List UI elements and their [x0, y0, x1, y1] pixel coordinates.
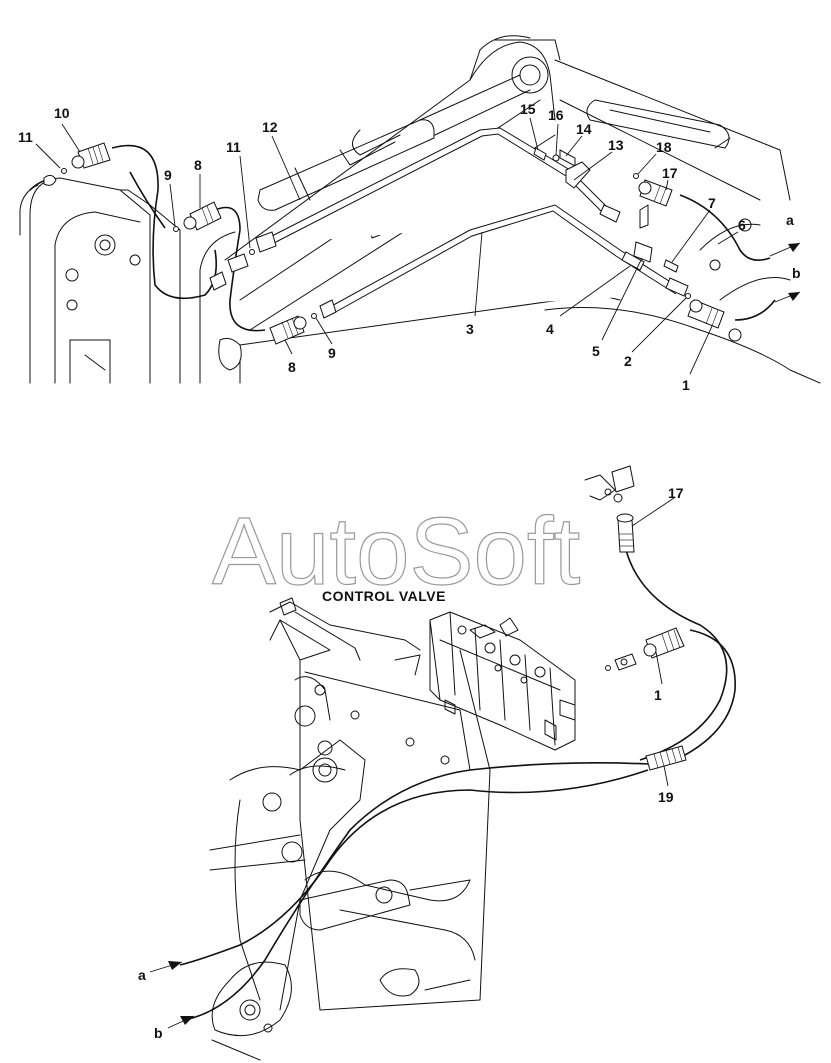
adapter-11b [227, 253, 249, 273]
bottom-leaders [149, 497, 675, 1029]
callout-9: 9 [164, 167, 172, 183]
top-callouts: 10 11 9 8 11 12 15 16 14 13 18 17 7 6 a … [18, 101, 801, 393]
callout-a: a [138, 967, 146, 983]
adapter-left-lower [209, 271, 227, 291]
plate-5 [633, 241, 653, 263]
callout-9: 9 [328, 345, 336, 361]
fitting-3-end [319, 299, 337, 319]
o-ring-9b [311, 313, 317, 319]
callout-a: a [786, 212, 794, 228]
callout-2: 2 [624, 353, 632, 369]
top-leaders [35, 117, 801, 375]
callout-4: 4 [546, 321, 554, 337]
callout-13: 13 [608, 137, 624, 153]
bottom-structure [209, 465, 635, 1061]
bottom-callouts: 17 1 19 a b [138, 485, 684, 1041]
callout-17: 17 [662, 165, 678, 181]
watermark-text: AutoSoft [212, 498, 580, 605]
callout-11: 11 [226, 139, 241, 155]
clamp-14 [559, 149, 576, 167]
fitting-8-lower [269, 315, 307, 345]
top-fittings [43, 142, 725, 345]
top-hoses [29, 127, 776, 332]
callout-7: 7 [708, 195, 716, 211]
o-ring-2 [685, 293, 691, 299]
bottom-fittings [605, 513, 687, 771]
fitting-17-upper [638, 179, 673, 207]
callout-11: 11 [18, 129, 33, 145]
callout-14: 14 [576, 121, 592, 137]
fitting-1-lower [643, 627, 685, 659]
fitting-8-upper [183, 201, 222, 231]
fitting-17-lower [616, 513, 635, 553]
plate-13 [565, 161, 591, 189]
control-valve-caption: CONTROL VALVE [322, 588, 446, 604]
callout-5: 5 [592, 343, 600, 359]
callout-15: 15 [520, 101, 536, 117]
callout-8: 8 [194, 157, 202, 173]
callout-8: 8 [288, 359, 296, 375]
bolt-7 [663, 259, 679, 273]
fitting-12-right [599, 204, 621, 223]
fitting-1-upper [687, 299, 725, 329]
callout-18: 18 [656, 139, 672, 155]
callout-17: 17 [668, 485, 684, 501]
fitting-10 [71, 142, 111, 169]
o-ring-9a [173, 226, 179, 232]
o-ring-18 [633, 173, 639, 179]
o-ring-11a [61, 168, 67, 174]
o-ring-11b [249, 249, 255, 255]
callout-6: 6 [738, 217, 746, 233]
control-valve-assembly [429, 611, 576, 751]
washer-16 [552, 154, 560, 162]
callout-19: 19 [658, 789, 674, 805]
bolt-15 [533, 147, 547, 161]
callout-1: 1 [682, 377, 690, 393]
callout-12: 12 [262, 119, 278, 135]
callout-b: b [154, 1025, 163, 1041]
adapter-valve [605, 653, 637, 671]
bottom-hoses [179, 549, 736, 1021]
callout-3: 3 [466, 321, 474, 337]
callout-b: b [792, 265, 801, 281]
fitting-3-right [665, 277, 689, 297]
elbow-left [43, 174, 57, 186]
callout-1: 1 [654, 687, 662, 703]
callout-16: 16 [548, 107, 564, 123]
callout-10: 10 [54, 105, 70, 121]
fitting-12-end [255, 231, 277, 253]
sleeve-19 [645, 745, 687, 771]
